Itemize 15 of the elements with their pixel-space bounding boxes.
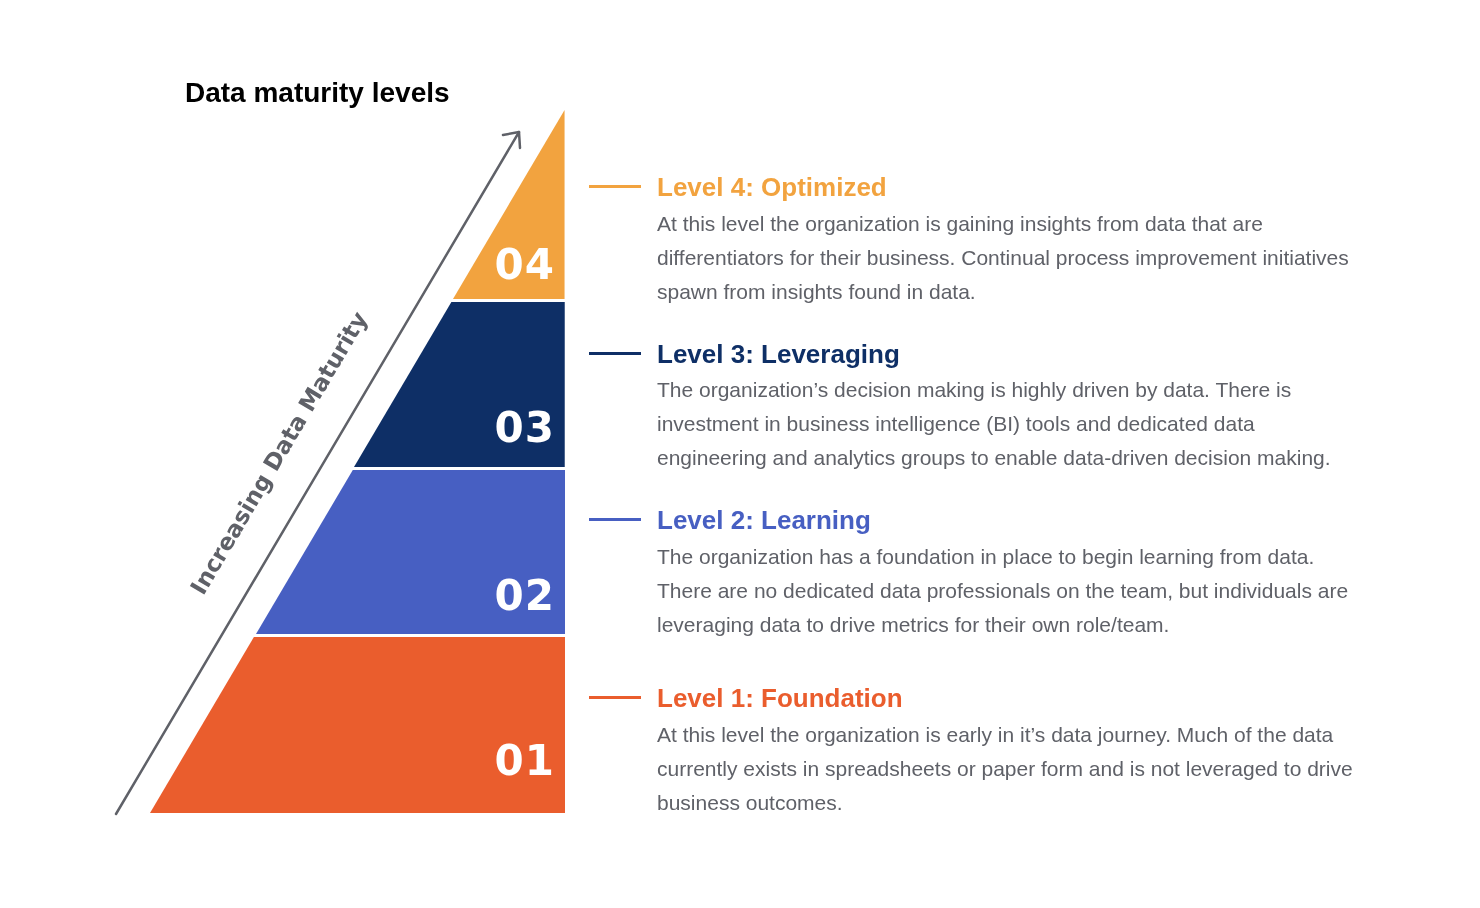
level-number: 02 bbox=[494, 572, 555, 620]
level-number: 04 bbox=[494, 241, 555, 289]
level-description: At this level the organization is early in it’s data journey. Much of the data currently exists in spreadsheets or paper form and is not leveraged to drive business outcomes. bbox=[657, 722, 1354, 816]
level-number: 01 bbox=[494, 737, 555, 785]
level-description: The organization’s decision making is highly driven by data. There is investment in business intelligence (BI) tools and dedicated data engineering and analytics groups to enable data-driven decision making. bbox=[657, 377, 1332, 471]
level-heading: Level 2: Learning bbox=[657, 504, 871, 536]
level-description: At this level the organization is gaining insights from data that are differentiators for their business. Continual process improvement initiatives spawn from insights found in data. bbox=[657, 211, 1350, 305]
pyramid-layer bbox=[453, 110, 565, 299]
level-heading: Level 1: Foundation bbox=[657, 682, 903, 714]
title: Data maturity levels bbox=[185, 76, 450, 110]
level-heading: Level 4: Optimized bbox=[657, 171, 887, 203]
level-description: The organization has a foundation in place to begin learning from data. There are no dedicated data professionals on the team, but individuals are leveraging data to drive metrics for their own role/team. bbox=[657, 544, 1350, 638]
pyramid-layer bbox=[150, 637, 565, 813]
level-number: 03 bbox=[494, 404, 555, 452]
level-heading: Level 3: Leveraging bbox=[657, 338, 900, 370]
